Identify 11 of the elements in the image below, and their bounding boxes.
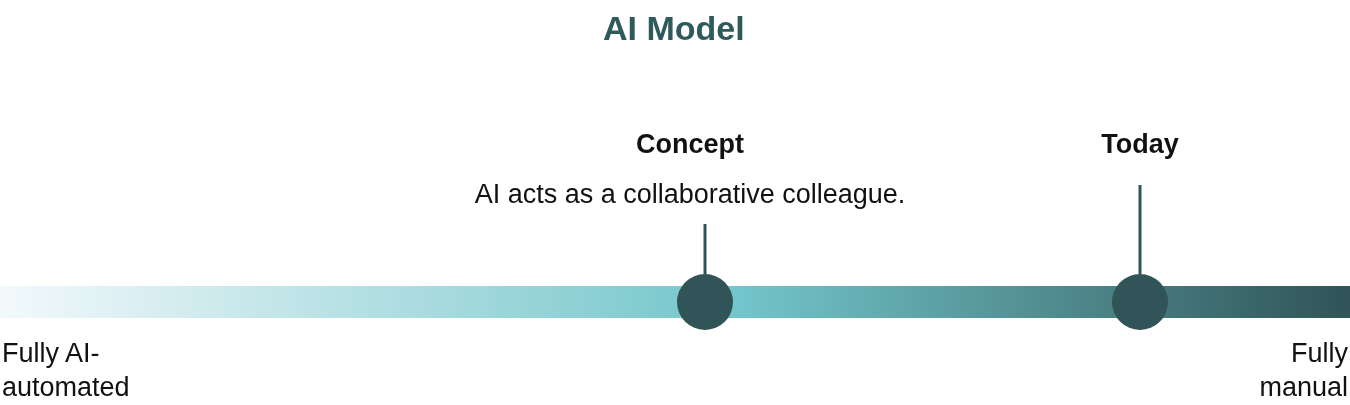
leader-line xyxy=(1138,185,1142,274)
title: AI Model xyxy=(603,8,745,48)
scale-end-label: Fully manual xyxy=(1258,337,1348,404)
milestone-heading: Concept xyxy=(636,129,744,159)
milestone-dot xyxy=(1112,274,1168,330)
scale-end-label: Fully AI-automated xyxy=(2,337,131,404)
milestone-heading: Today xyxy=(1101,129,1179,159)
gradient-scale-bar xyxy=(0,286,1350,318)
milestone-dot xyxy=(677,274,733,330)
leader-line xyxy=(703,224,707,274)
milestone-description: AI acts as a collaborative colleague. xyxy=(474,179,906,209)
